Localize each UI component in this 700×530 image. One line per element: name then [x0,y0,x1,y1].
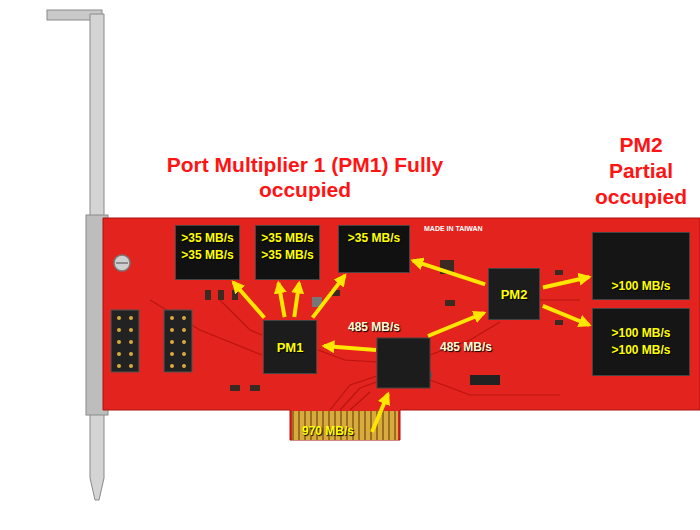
screw-slot [116,262,128,264]
data-flow-arrow [313,275,345,317]
rate-text: PM2 [501,286,528,303]
controller-chip [377,338,430,388]
port-multiplier-chip: PM2 [488,268,540,320]
rate-text: >100 MB/s [611,278,670,295]
data-flow-arrow [294,283,299,317]
sata-port-pair: >35 MB/s>35 MB/s [255,225,320,280]
data-flow-arrow [233,282,264,317]
rate-text: >35 MB/s [261,230,313,247]
bandwidth-label: 485 MB/s [348,320,400,335]
data-flow-arrow [543,277,589,287]
bandwidth-arrow [324,313,484,432]
led-header [111,310,192,372]
mounting-screw [114,255,130,271]
sata-port-pair: >35 MB/s>35 MB/s [175,225,240,280]
data-flow-arrow [278,283,284,317]
section-heading: Port Multiplier 1 (PM1) Fully occupied [160,152,450,202]
bandwidth-label: 485 MB/s [440,340,492,355]
rate-text: >100 MB/s [611,342,670,359]
edge-connector [292,411,398,440]
minisas-port: >100 MB/s [592,232,690,300]
section-heading: PM2 Partial occupied [585,132,697,210]
rate-text: >35 MB/s [261,247,313,264]
rate-text: >35 MB/s [348,230,400,247]
rate-text: >35 MB/s [181,230,233,247]
sata-port-pair: >35 MB/s [338,225,410,273]
circuit-board [103,218,700,440]
silkscreen-text: MADE IN TAIWAN [424,224,483,233]
data-flow-arrow [543,306,589,325]
rate-text: >100 MB/s [611,325,670,342]
rate-text: >35 MB/s [181,247,233,264]
metal-bracket [47,10,108,500]
data-flow-arrow [413,261,485,285]
bandwidth-label: 970 MB/s [302,424,354,439]
port-multiplier-chip: PM1 [263,320,317,374]
minisas-port: >100 MB/s>100 MB/s [592,308,690,376]
rate-text: PM1 [277,339,304,356]
